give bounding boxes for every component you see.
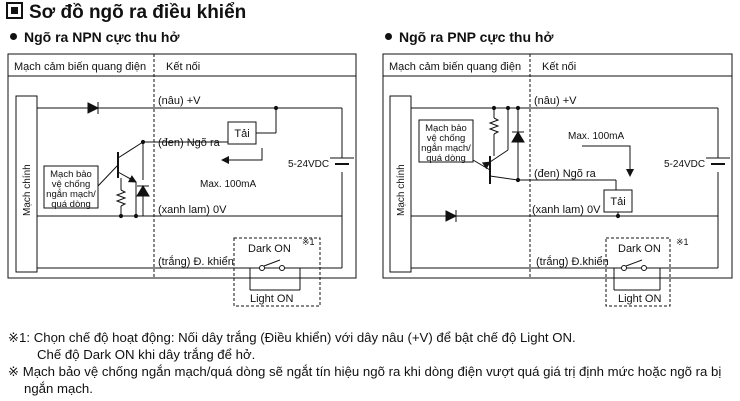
pnp-protect-3: ngắn mạch/ bbox=[421, 143, 471, 154]
pnp-heading: Ngõ ra PNP cực thu hở bbox=[385, 29, 553, 45]
pnp-main-circuit-box bbox=[389, 95, 412, 273]
pnp-resistor-icon bbox=[488, 117, 500, 135]
npn-supply: 5-24VDC bbox=[288, 159, 329, 170]
npn-light-on: Light ON bbox=[250, 293, 293, 305]
pnp-supply: 5-24VDC bbox=[664, 159, 705, 170]
npn-switch-contact-icon bbox=[259, 265, 265, 271]
note-2-line-1: ※ Mạch bảo vệ chống ngắn mạch/quá dòng s… bbox=[8, 364, 722, 379]
pnp-protect-1: Mạch bảo bbox=[425, 123, 467, 134]
npn-protection-box bbox=[43, 165, 99, 209]
pnp-dark-on: Dark ON bbox=[618, 243, 661, 255]
npn-frame bbox=[7, 53, 357, 279]
npn-protect-2: vệ chống bbox=[52, 179, 91, 190]
pnp-wire-brown: (nâu) +V bbox=[534, 95, 577, 107]
npn-wire-blue: (xanh lam) 0V bbox=[158, 204, 227, 216]
npn-load-label: Tải bbox=[234, 128, 249, 140]
pnp-diagram bbox=[382, 53, 733, 307]
note-1-line-2: Chế độ Dark ON khi dây trắng để hở. bbox=[37, 347, 256, 362]
pnp-switch-block bbox=[605, 237, 671, 307]
bullet-icon bbox=[10, 33, 17, 40]
npn-col-left: Mạch cảm biến quang điện bbox=[14, 61, 146, 73]
npn-protect-4: quá dòng bbox=[51, 199, 91, 210]
npn-protect-3: ngắn mạch/ bbox=[46, 189, 96, 200]
pnp-col-right: Kết nối bbox=[542, 61, 576, 73]
note-2-line-2: ngắn mạch. bbox=[24, 381, 93, 396]
npn-switch-block bbox=[233, 237, 321, 307]
npn-current-arrow bbox=[221, 148, 263, 164]
pnp-protect-4: quá dòng bbox=[426, 153, 466, 164]
npn-zener-icon bbox=[136, 185, 150, 197]
npn-main-circuit: Mạch chính bbox=[22, 164, 33, 216]
pnp-diode-icon bbox=[445, 210, 458, 222]
page-title: Sơ đồ ngõ ra điều khiển bbox=[6, 2, 246, 24]
pnp-wire-black: (đen) Ngõ ra bbox=[534, 168, 597, 180]
npn-main-circuit-box bbox=[15, 95, 38, 273]
pnp-wire-white: (trắng) Đ.khiển bbox=[536, 255, 609, 268]
pnp-current-arrow bbox=[582, 145, 634, 177]
pnp-max-current: Max. 100mA bbox=[568, 131, 624, 142]
npn-heading: Ngõ ra NPN cực thu hở bbox=[10, 29, 179, 45]
npn-dark-on: Dark ON bbox=[248, 243, 291, 255]
note-1-line-1: ※1: Chọn chế độ hoạt động: Nối dây trắng… bbox=[8, 330, 576, 345]
pnp-protect-2: vệ chống bbox=[427, 133, 466, 144]
npn-col-right: Kết nối bbox=[166, 61, 200, 73]
npn-wire-brown: (nâu) +V bbox=[158, 95, 201, 107]
square-bullet-icon bbox=[6, 2, 23, 19]
pnp-frame bbox=[382, 53, 733, 279]
npn-protect-1: Mạch bảo bbox=[50, 169, 92, 180]
footnotes: ※1: Chọn chế độ hoạt động: Nối dây trắng… bbox=[8, 329, 721, 397]
pnp-load-label: Tải bbox=[610, 196, 625, 208]
pnp-light-on: Light ON bbox=[618, 293, 661, 305]
npn-resistor-icon bbox=[115, 189, 127, 207]
pnp-protection-box bbox=[418, 119, 474, 163]
pnp-wire-blue: (xanh lam) 0V bbox=[532, 204, 601, 216]
pnp-col-left: Mạch cảm biến quang điện bbox=[389, 61, 521, 73]
npn-note-mark: ※1 bbox=[302, 237, 315, 247]
bullet-icon bbox=[385, 33, 392, 40]
pnp-switch-contact-icon bbox=[621, 265, 627, 271]
pnp-main-circuit: Mạch chính bbox=[396, 164, 407, 216]
npn-wire-white: (trắng) Đ. khiển bbox=[158, 255, 234, 268]
npn-diagram bbox=[7, 53, 357, 307]
pnp-zener-icon bbox=[511, 131, 525, 143]
npn-wire-black: (đen) Ngõ ra bbox=[158, 137, 221, 149]
pnp-note-mark: ※1 bbox=[676, 237, 689, 247]
npn-diode-icon bbox=[87, 102, 100, 114]
npn-max-current: Max. 100mA bbox=[200, 179, 256, 190]
